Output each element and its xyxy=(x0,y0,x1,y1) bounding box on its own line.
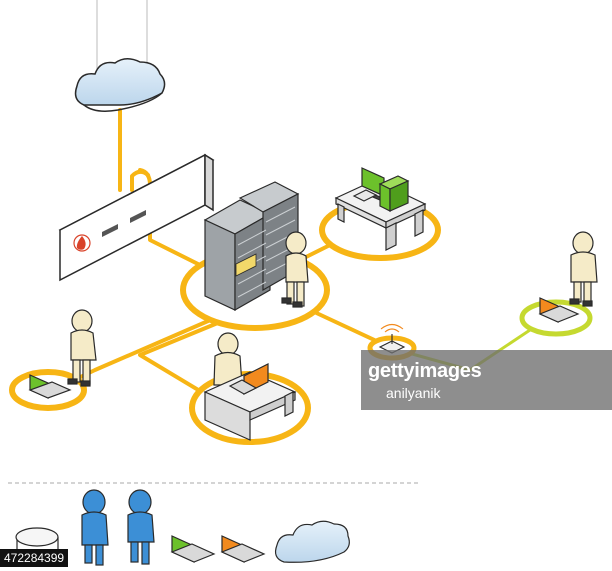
person-icon xyxy=(81,489,109,566)
watermark-banner xyxy=(361,350,612,410)
laptop-icon xyxy=(228,363,269,395)
desk xyxy=(203,371,297,441)
firewall-flame-icon xyxy=(73,234,91,252)
firewall-slot xyxy=(130,210,146,223)
person-icon xyxy=(67,309,97,387)
person-icon xyxy=(569,231,598,307)
laptop-icon xyxy=(170,535,216,563)
firewall-slot xyxy=(102,224,118,237)
person-icon xyxy=(281,231,309,308)
legend-icons xyxy=(15,489,350,566)
desktop-computer-icon xyxy=(352,167,410,212)
laptop-icon xyxy=(220,535,266,563)
watermark: gettyimages anilyanik xyxy=(368,360,482,401)
cloud-icon xyxy=(274,520,350,563)
watermark-brand: gettyimages xyxy=(368,360,482,382)
server-rack-icon xyxy=(203,181,300,312)
person-icon xyxy=(213,332,243,386)
laptop-icon xyxy=(538,297,580,323)
link-server-router xyxy=(308,308,387,347)
laptop-icon xyxy=(28,374,72,399)
image-id-badge: 472284399 xyxy=(0,549,69,567)
watermark-credit: anilyanik xyxy=(386,385,441,401)
link-server-desk xyxy=(138,318,227,402)
firewall-device xyxy=(58,153,215,282)
cloud-icon xyxy=(74,58,166,112)
person-icon xyxy=(127,489,155,565)
link-loop xyxy=(130,169,150,192)
